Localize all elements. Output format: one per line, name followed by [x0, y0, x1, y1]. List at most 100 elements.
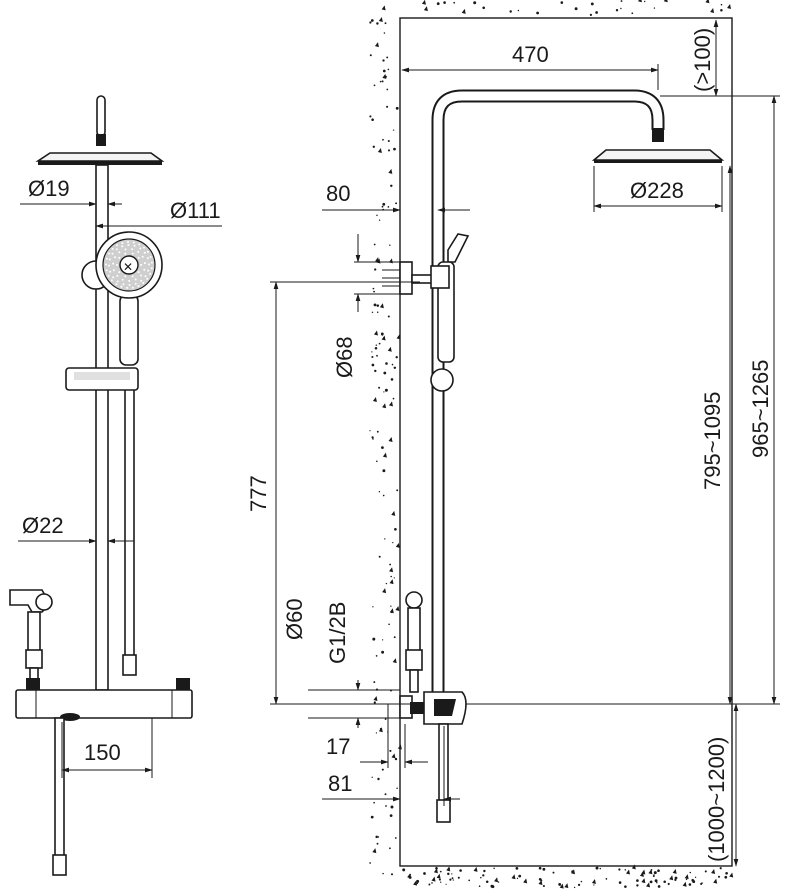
- concrete-speck: [636, 879, 639, 882]
- concrete-speck: [396, 787, 398, 789]
- concrete-speck: [599, 867, 602, 870]
- concrete-speck: [375, 655, 378, 657]
- concrete-speck: [440, 881, 442, 883]
- concrete-speck: [653, 871, 657, 875]
- spray-nozzle: [112, 269, 115, 272]
- right-knob-cap: [176, 678, 190, 690]
- concrete-speck: [387, 68, 390, 71]
- concrete-chip: [382, 452, 387, 458]
- spray-nozzle: [139, 247, 142, 250]
- concrete-speck: [375, 835, 378, 839]
- concrete-speck: [657, 869, 660, 873]
- concrete-speck: [376, 214, 378, 217]
- spray-nozzle: [143, 268, 146, 271]
- concrete-chip: [389, 608, 394, 614]
- dim-spout: 150: [61, 718, 153, 778]
- concrete-chip: [381, 5, 386, 11]
- concrete-speck: [382, 138, 384, 141]
- concrete-speck: [459, 869, 462, 872]
- spray-nozzle: [122, 283, 125, 286]
- concrete-speck: [480, 876, 482, 879]
- thermostat-bar-front: [15, 678, 193, 721]
- concrete-speck: [615, 9, 619, 12]
- spray-nozzle: [132, 241, 135, 244]
- concrete-chip: [379, 303, 384, 309]
- centre-symbol: ✕: [123, 260, 133, 274]
- concrete-speck: [542, 884, 545, 888]
- concrete-chip: [648, 869, 653, 875]
- concrete-speck: [369, 862, 371, 864]
- concrete-speck: [618, 881, 622, 884]
- dim-slide-height: 777: [246, 281, 420, 705]
- spray-nozzle: [116, 264, 118, 266]
- concrete-speck: [373, 681, 376, 684]
- concrete-texture: [369, 0, 734, 889]
- concrete-chip: [381, 335, 386, 341]
- concrete-speck: [395, 106, 399, 110]
- concrete-speck: [371, 436, 374, 439]
- lower-hose: [54, 717, 65, 859]
- spray-nozzle: [148, 263, 150, 266]
- spray-nozzle: [149, 272, 152, 275]
- concrete-speck: [383, 391, 385, 393]
- concrete-speck: [624, 869, 627, 871]
- concrete-speck: [691, 878, 694, 882]
- concrete-speck: [447, 872, 450, 876]
- concrete-speck: [423, 872, 426, 875]
- concrete-speck: [416, 882, 419, 885]
- spray-nozzle: [121, 242, 124, 244]
- spray-nozzle: [116, 274, 119, 277]
- concrete-chip: [711, 868, 716, 874]
- concrete-speck: [657, 885, 661, 888]
- concrete-speck: [371, 118, 374, 121]
- spray-nozzle: [112, 262, 115, 265]
- concrete-chip: [713, 878, 718, 884]
- concrete-chip: [382, 588, 387, 594]
- concrete-speck: [386, 56, 389, 59]
- label-body-depth: 81: [328, 771, 352, 796]
- concrete-speck: [453, 1, 456, 4]
- concrete-speck: [483, 869, 486, 873]
- concrete-chip: [631, 864, 636, 870]
- spray-nozzle: [141, 255, 144, 258]
- slider-highlight: [74, 372, 130, 380]
- concrete-speck: [384, 718, 387, 720]
- label-slide-height: 777: [246, 475, 271, 512]
- spray-nozzle: [134, 282, 137, 285]
- spray-nozzle: [105, 257, 108, 260]
- concrete-speck: [381, 205, 384, 208]
- spray-nozzle: [111, 247, 114, 250]
- spray-nozzle: [127, 241, 129, 243]
- concrete-speck: [482, 6, 486, 10]
- bidet-handle: [27, 611, 41, 653]
- concrete-speck: [663, 880, 666, 884]
- concrete-chip: [373, 696, 378, 702]
- eccentric-side: [410, 702, 424, 714]
- bidet-side-head: [405, 591, 423, 609]
- bidet-side-stem: [409, 669, 419, 693]
- label-cover: Ø60: [282, 598, 307, 640]
- concrete-speck: [384, 388, 388, 392]
- concrete-speck: [394, 527, 397, 531]
- spray-nozzle: [143, 246, 145, 249]
- concrete-chip: [397, 744, 402, 750]
- concrete-chip: [389, 567, 394, 573]
- concrete-speck: [392, 397, 395, 400]
- concrete-chip: [431, 876, 436, 882]
- concrete-speck: [382, 202, 386, 206]
- riser-fill: [433, 91, 663, 700]
- concrete-speck: [558, 882, 562, 886]
- spray-nozzle: [133, 244, 136, 247]
- concrete-speck: [439, 870, 442, 873]
- concrete-speck: [381, 768, 384, 771]
- dim-cover-thread: Ø60 G1/2B: [282, 598, 400, 728]
- thermostat-side-knob: [434, 699, 456, 716]
- spray-nozzle: [138, 243, 141, 246]
- concrete-speck: [371, 363, 375, 367]
- concrete-speck: [375, 732, 378, 734]
- concrete-speck: [573, 886, 576, 889]
- concrete-speck: [386, 105, 389, 108]
- concrete-speck: [451, 873, 453, 875]
- concrete-chip: [684, 874, 689, 880]
- concrete-chip: [637, 0, 642, 3]
